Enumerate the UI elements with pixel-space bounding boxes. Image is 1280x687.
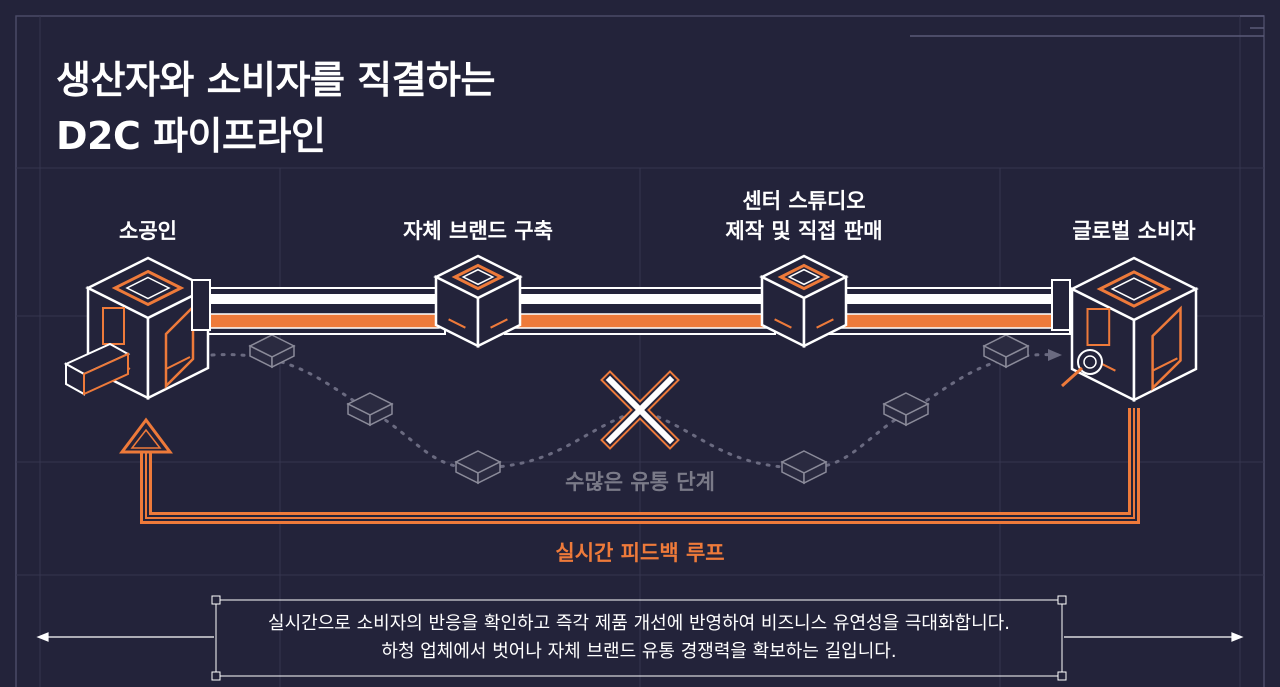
- dimension-arrows: [36, 632, 1244, 642]
- feedback-loop-arrow: [119, 408, 1140, 524]
- studio-cube-icon: [759, 254, 849, 349]
- main-pipeline: [199, 287, 1071, 335]
- frame-border: [15, 15, 1265, 687]
- intermediary-cube-icon: [780, 450, 828, 485]
- intermediary-cube-icon: [982, 334, 1030, 369]
- brand-cube-icon: [433, 254, 523, 349]
- caption-line-2: 하청 업체에서 벗어나 자체 브랜드 유통 경쟁력을 확보하는 길입니다.: [381, 641, 897, 662]
- intermediary-cube-icon: [454, 450, 502, 485]
- caption-text: 실시간으로 소비자의 반응을 확인하고 즉각 제품 개선에 반영하여 비즈니스 …: [216, 600, 1062, 676]
- caption-line-1: 실시간으로 소비자의 반응을 확인하고 즉각 제품 개선에 반영하여 비즈니스 …: [268, 613, 1010, 634]
- pipe-segment: [829, 287, 1071, 335]
- intermediary-cube-icon: [248, 334, 296, 369]
- pipe-segment: [199, 287, 446, 335]
- intermediary-cube-icon: [882, 392, 930, 427]
- page-title: 생산자와 소비자를 직결하는 D2C 파이프라인: [56, 52, 495, 164]
- node-label-artisan: 소공인: [119, 219, 177, 243]
- title-line-2: D2C 파이프라인: [56, 114, 326, 158]
- pipe-segment: [504, 287, 776, 335]
- intermediary-cube-icon: [346, 392, 394, 427]
- feedback-loop-label: 실시간 피드백 루프: [555, 541, 725, 565]
- dotted-arrow-head: [1048, 349, 1062, 361]
- node-label-own-brand: 자체 브랜드 구축: [403, 219, 553, 243]
- artisan-cube-icon: [63, 256, 211, 401]
- x-cross-icon: [600, 370, 680, 450]
- intermediary-cubes: [248, 334, 1030, 485]
- title-line-1: 생산자와 소비자를 직결하는: [56, 58, 495, 102]
- node-label-center-studio: 센터 스튜디오 제작 및 직접 판매: [725, 189, 883, 243]
- node-label-global-consumer: 글로벌 소비자: [1072, 219, 1196, 243]
- caption-box: [211, 595, 1067, 681]
- corner-ticks: [910, 15, 1264, 37]
- consumer-cube-icon: [1051, 256, 1199, 403]
- intermediaries-label: 수많은 유통 단계: [565, 470, 715, 494]
